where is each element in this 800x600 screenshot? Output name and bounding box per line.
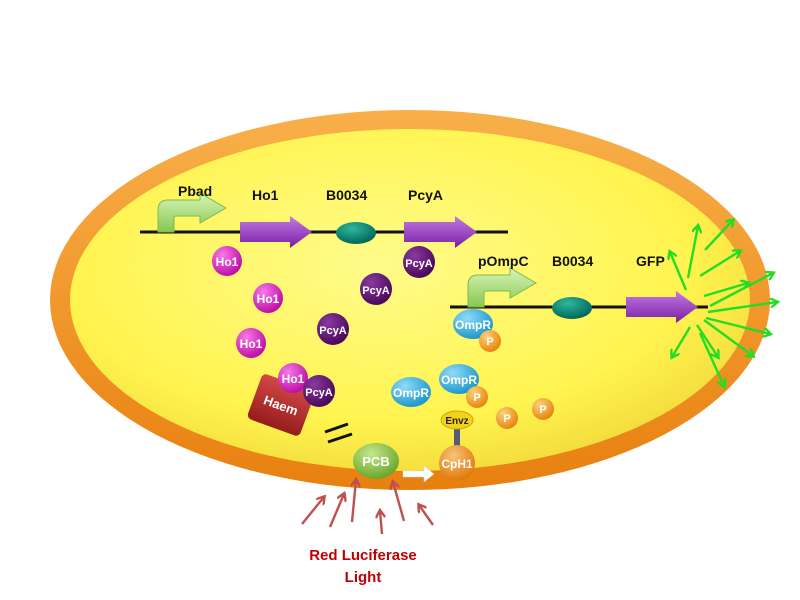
- gfp-emission-arrow: [703, 319, 753, 356]
- pbad-label: Pbad: [178, 183, 212, 199]
- pcya-protein-label: PcyA: [319, 325, 347, 337]
- gfp-emission-arrow: [703, 283, 748, 298]
- top-rbs: [336, 222, 376, 244]
- ompr-protein: OmpR: [439, 364, 479, 394]
- pcya-protein-complex: PcyA: [303, 375, 335, 407]
- pcya-protein: PcyA: [360, 273, 392, 305]
- gfp-emission-arrow: [698, 332, 724, 386]
- envz-label: Envz: [445, 416, 468, 427]
- phosphate: P: [496, 407, 518, 429]
- pompc-label: pOmpC: [478, 253, 529, 269]
- gfp-emission-arrow: [699, 251, 740, 278]
- ompr-label: OmpR: [393, 386, 429, 400]
- pcb-molecule: PCB: [353, 443, 399, 479]
- phosphate-label: P: [539, 404, 546, 416]
- gfp-emission-arrow: [707, 302, 777, 314]
- top-rbs-label: B0034: [326, 187, 367, 203]
- cell-cytoplasm: [70, 129, 750, 471]
- gfp-gene-label: GFP: [636, 253, 665, 269]
- gfp-gene-arrow: [626, 291, 698, 323]
- pcya-gene-arrow: [404, 216, 477, 248]
- pcya-protein: PcyA: [317, 313, 349, 345]
- ompr-label: OmpR: [441, 373, 477, 387]
- red-light-arrow: [352, 480, 356, 523]
- gfp-emission-arrow: [686, 226, 698, 279]
- gfp-emission-arrows: [670, 220, 777, 386]
- gfp-emission-arrow: [705, 316, 770, 334]
- pcb-label: PCB: [362, 454, 389, 469]
- pcya-protein-label: PcyA: [405, 258, 433, 270]
- ho1-protein-label: Ho1: [240, 337, 263, 351]
- red-light-arrows: [301, 480, 434, 535]
- pbad-promoter-arrow: [157, 192, 228, 233]
- pcb-to-cph1-arrow: [402, 465, 435, 483]
- pcya-protein-label: PcyA: [362, 285, 390, 297]
- phosphate: P: [532, 398, 554, 420]
- cph1-label: CpH1: [441, 457, 473, 471]
- pcya-protein: PcyA: [403, 246, 435, 278]
- pcya-gene-label: PcyA: [408, 187, 443, 203]
- ho1-protein-label: Ho1: [257, 292, 280, 306]
- bottom-rbs: [552, 297, 592, 319]
- red-light-arrow: [380, 511, 382, 535]
- gfp-emission-arrow: [695, 324, 718, 357]
- phosphate: P: [466, 386, 488, 408]
- gfp-emission-arrow: [672, 326, 692, 357]
- ho1-protein: Ho1: [253, 283, 283, 313]
- ho1-complex-label: Ho1: [282, 372, 305, 386]
- ho1-protein-complex: Ho1: [278, 363, 308, 393]
- red-light-arrow: [393, 482, 406, 522]
- light-source-label-line1: Red Luciferase: [309, 547, 417, 564]
- ompr-protein: OmpR: [453, 309, 493, 339]
- gfp-emission-arrow: [704, 220, 733, 251]
- phosphate-label: P: [486, 336, 493, 348]
- red-light-arrow: [419, 505, 434, 526]
- ompr-label: OmpR: [455, 318, 491, 332]
- gfp-emission-arrow: [709, 273, 773, 308]
- pcya-complex-label: PcyA: [305, 387, 333, 399]
- phosphate-label: P: [473, 392, 480, 404]
- pompc-promoter-arrow: [467, 267, 538, 308]
- phosphate: P: [479, 330, 501, 352]
- cph1-receptor: CpH1: [439, 445, 475, 481]
- ho1-gene-label: Ho1: [252, 187, 279, 203]
- red-light-arrow: [328, 494, 344, 528]
- gfp-emission-arrow: [670, 252, 688, 291]
- ho1-protein-label: Ho1: [216, 255, 239, 269]
- ho1-protein: Ho1: [212, 246, 242, 276]
- bottom-rbs-label: B0034: [552, 253, 593, 269]
- red-light-arrow: [301, 497, 324, 525]
- phosphate-label: P: [503, 413, 510, 425]
- envz-protein: Envz: [440, 410, 474, 430]
- ompr-protein: OmpR: [391, 377, 431, 407]
- equals-sign: [324, 422, 353, 444]
- light-source-label-line2: Light: [345, 569, 382, 586]
- ho1-protein: Ho1: [236, 328, 266, 358]
- ho1-gene-arrow: [240, 216, 312, 248]
